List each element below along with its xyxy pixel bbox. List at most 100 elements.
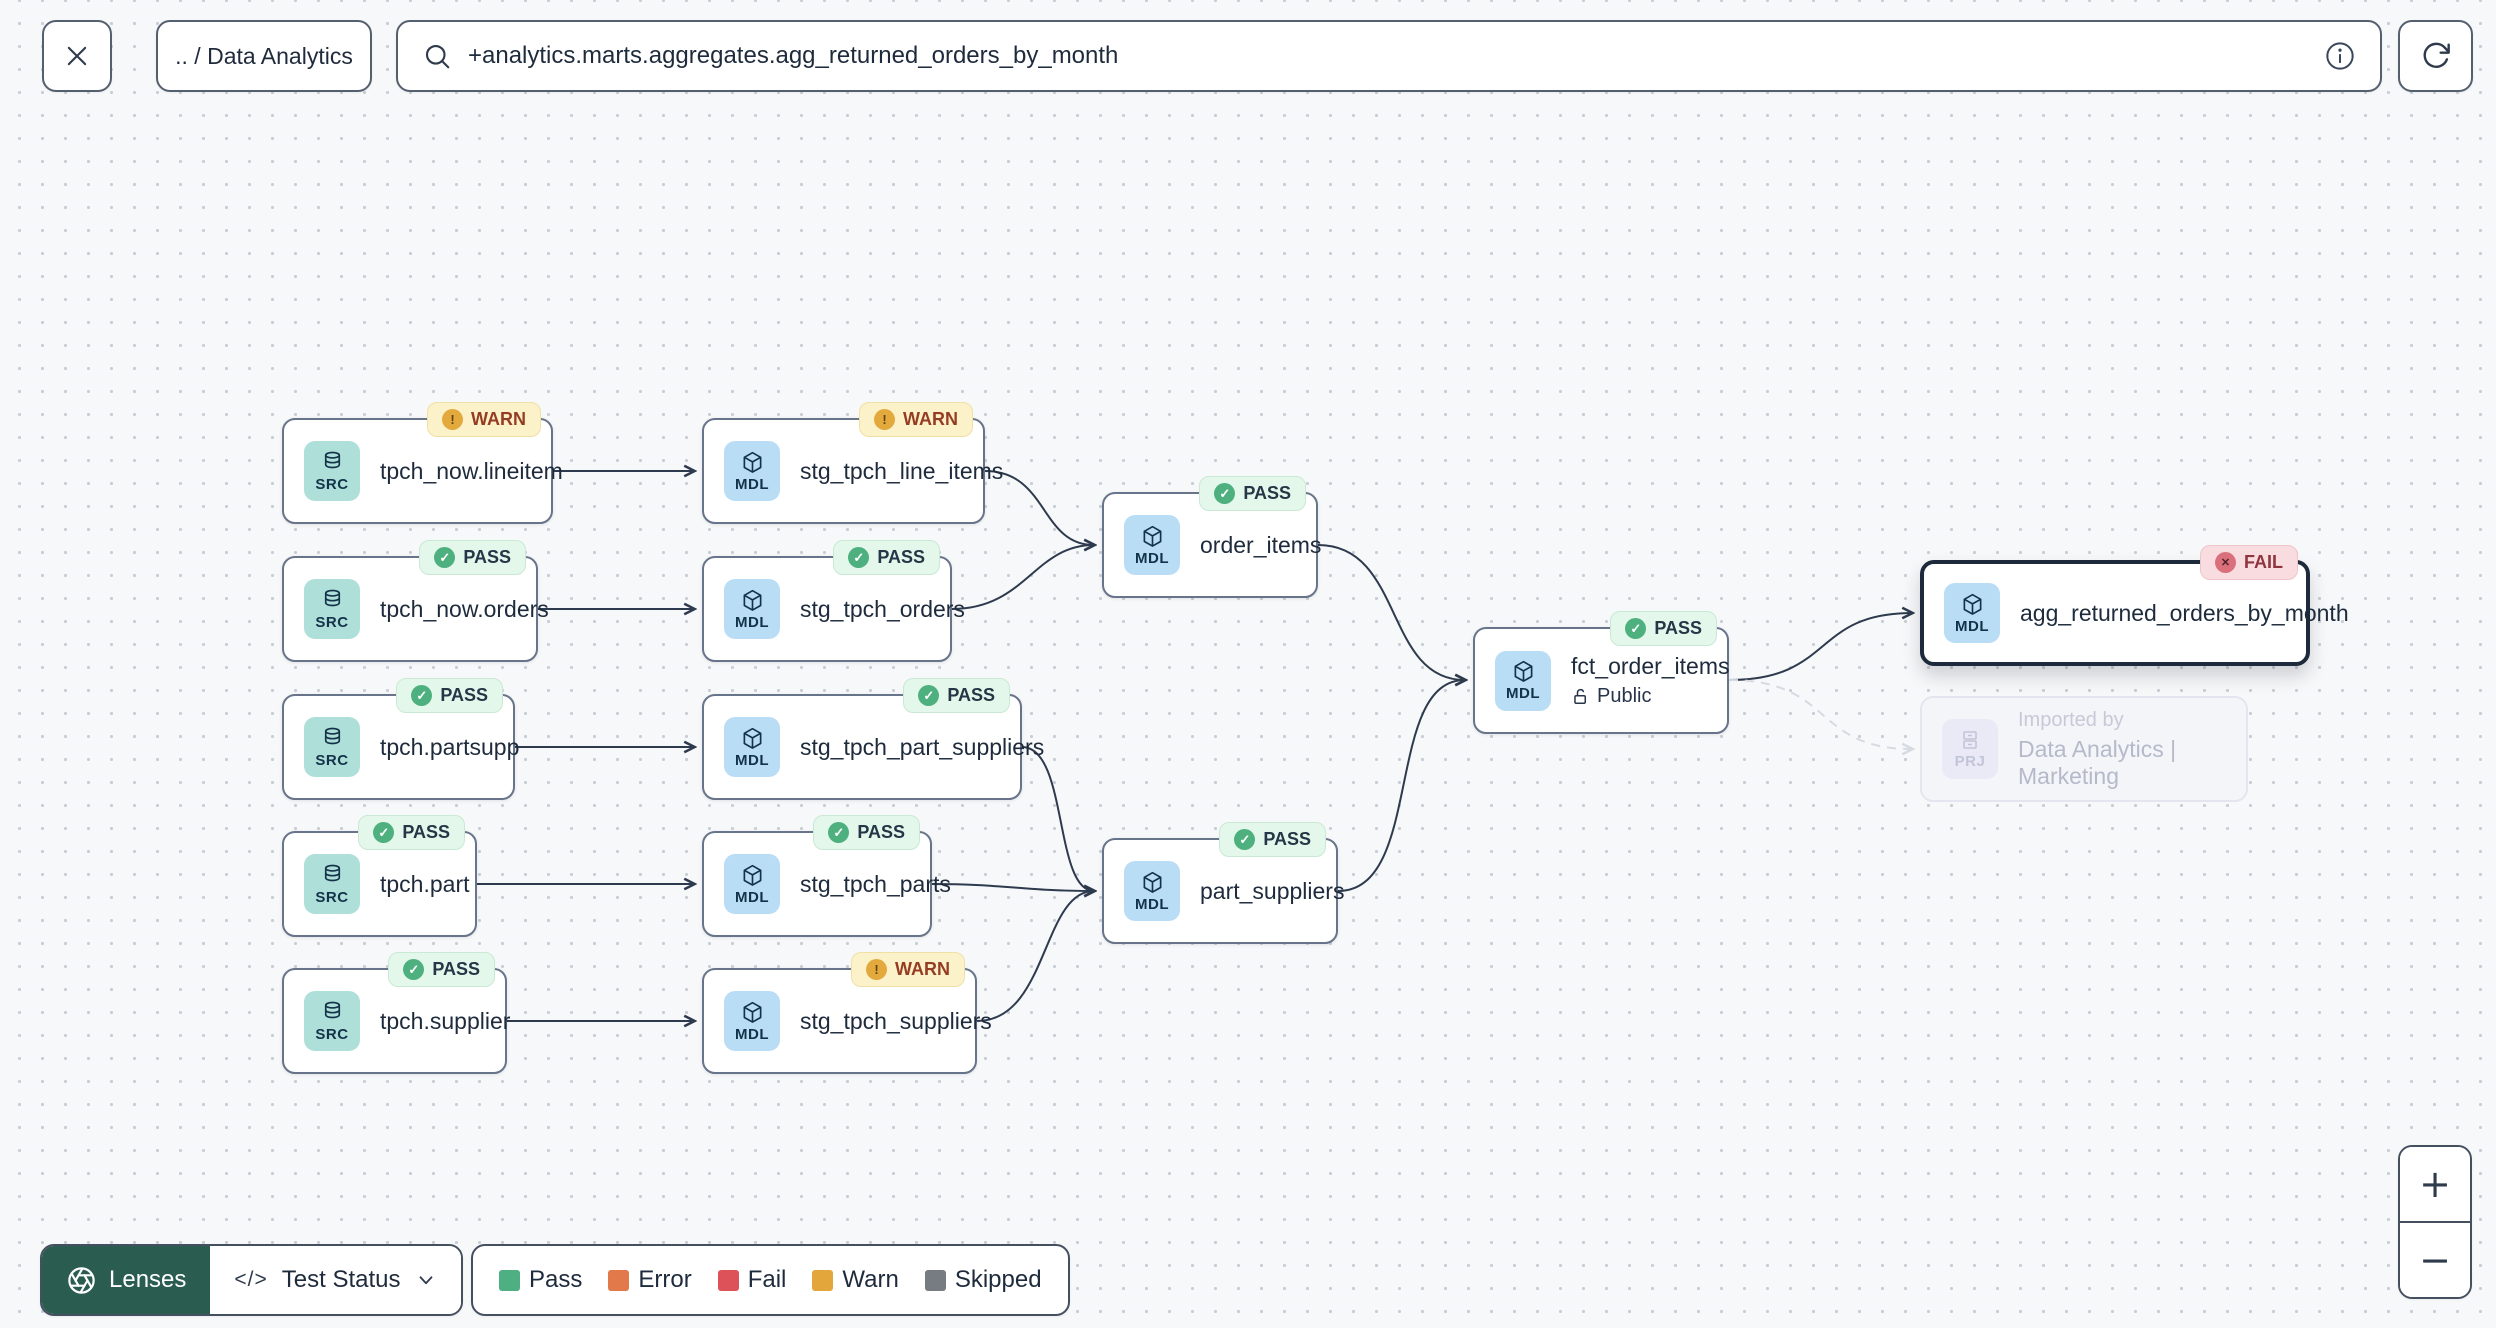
aperture-icon	[68, 1266, 95, 1294]
legend-item-warn: Warn	[812, 1266, 899, 1294]
node-imported-by-project[interactable]: PRJ Imported by Data Analytics | Marketi…	[1920, 696, 2248, 802]
pass-check-icon	[918, 685, 940, 706]
database-icon	[324, 864, 340, 881]
refresh-button[interactable]	[2398, 20, 2473, 92]
pass-check-icon	[373, 822, 395, 843]
skipped-swatch	[924, 1269, 946, 1291]
status-badge: PASS	[1610, 611, 1717, 646]
node-fct_order_items[interactable]: PASS MDL fct_order_items Public	[1473, 611, 1730, 734]
refresh-icon	[2423, 42, 2450, 68]
zoom-out-button[interactable]: −	[2400, 1221, 2470, 1297]
status-badge: WARN	[851, 952, 965, 987]
node-title: tpch_now.orders	[380, 595, 549, 622]
node-title: tpch_now.lineitem	[380, 457, 563, 484]
cube-icon	[743, 864, 761, 886]
pass-check-icon	[1625, 618, 1647, 639]
breadcrumb-label: .. / Data Analytics	[175, 42, 353, 69]
resource-type-badge: SRC	[304, 579, 360, 639]
database-icon	[324, 1001, 340, 1018]
lenses-button[interactable]: Lenses	[42, 1246, 211, 1314]
lenses-label: Lenses	[109, 1266, 187, 1293]
warn-icon	[874, 409, 895, 430]
search-input[interactable]	[468, 42, 2308, 70]
node-tpch-partsupp[interactable]: PASS SRC tpch.partsupp	[282, 678, 519, 800]
node-title: tpch.part	[380, 870, 470, 897]
legend-item-fail: Fail	[717, 1266, 786, 1294]
lens-selector-dropdown[interactable]: </> Test Status	[210, 1246, 461, 1314]
pass-swatch	[499, 1269, 520, 1291]
node-stg_tpch_line_items[interactable]: WARN MDL stg_tpch_line_items	[702, 402, 1003, 524]
resource-type-badge: MDL	[724, 579, 780, 639]
warn-swatch	[812, 1269, 834, 1291]
project-name: Data Analytics | Marketing	[2018, 735, 2177, 789]
node-stg_tpch_suppliers[interactable]: WARN MDL stg_tpch_suppliers	[702, 952, 992, 1074]
node-part_suppliers[interactable]: PASS MDL part_suppliers	[1102, 822, 1344, 944]
status-badge: FAIL	[2200, 545, 2298, 580]
cube-icon	[743, 727, 761, 749]
legend-item-pass: Pass	[499, 1266, 582, 1294]
error-swatch	[608, 1269, 630, 1291]
node-title: stg_tpch_suppliers	[800, 1007, 992, 1034]
resource-type-badge: SRC	[304, 441, 360, 501]
status-badge: PASS	[419, 540, 526, 575]
zoom-controls: + −	[2398, 1145, 2472, 1299]
node-title: stg_tpch_orders	[800, 595, 965, 622]
resource-type-badge: MDL	[724, 717, 780, 777]
status-badge: PASS	[903, 678, 1010, 713]
status-badge: PASS	[396, 678, 503, 713]
status-legend: Pass Error Fail Warn Skipped	[471, 1244, 1070, 1316]
legend-item-skipped: Skipped	[924, 1266, 1042, 1294]
code-icon: </>	[234, 1268, 268, 1291]
node-tpch_now-orders[interactable]: PASS SRC tpch_now.orders	[282, 540, 549, 662]
status-badge: PASS	[358, 815, 465, 850]
node-title: stg_tpch_line_items	[800, 457, 1004, 484]
pass-check-icon	[828, 822, 850, 843]
database-icon	[324, 727, 340, 744]
lens-control: Lenses </> Test Status	[40, 1244, 463, 1316]
close-button[interactable]	[42, 20, 112, 92]
cube-icon	[1143, 871, 1161, 893]
resource-type-badge: MDL	[1944, 583, 2000, 643]
pass-check-icon	[411, 685, 433, 706]
node-tpch-part[interactable]: PASS SRC tpch.part	[282, 815, 477, 937]
lock-open-icon	[1574, 689, 1587, 704]
close-icon	[67, 46, 87, 66]
chevron-down-icon	[419, 1276, 432, 1285]
resource-type-badge: PRJ	[1942, 719, 1998, 779]
database-icon	[324, 589, 340, 606]
node-title: stg_tpch_part_suppliers	[800, 733, 1045, 760]
cube-icon	[743, 589, 761, 611]
node-stg_tpch_part_suppliers[interactable]: PASS MDL stg_tpch_part_suppliers	[702, 678, 1044, 800]
status-badge: PASS	[1199, 476, 1306, 511]
info-icon[interactable]	[2324, 40, 2356, 72]
imported-by-label: Imported by	[2018, 708, 2124, 731]
pass-check-icon	[1234, 829, 1256, 850]
node-title: tpch.supplier	[380, 1007, 511, 1034]
node-stg_tpch_parts[interactable]: PASS MDL stg_tpch_parts	[702, 815, 951, 937]
node-stg_tpch_orders[interactable]: PASS MDL stg_tpch_orders	[702, 540, 965, 662]
warn-icon	[442, 409, 463, 430]
zoom-in-button[interactable]: +	[2400, 1147, 2470, 1221]
node-agg_returned_orders_by_month[interactable]: FAIL MDL agg_returned_orders_by_month	[1920, 545, 2349, 666]
pass-check-icon	[403, 959, 425, 980]
pass-check-icon	[434, 547, 456, 568]
status-badge: WARN	[859, 402, 973, 437]
search-icon	[425, 44, 450, 69]
breadcrumb[interactable]: .. / Data Analytics	[156, 20, 372, 92]
node-tpch_now-lineitem[interactable]: WARN SRC tpch_now.lineitem	[282, 402, 563, 524]
node-tpch-supplier[interactable]: PASS SRC tpch.supplier	[282, 952, 511, 1074]
status-badge: PASS	[833, 540, 940, 575]
cube-icon	[1143, 525, 1161, 547]
resource-type-badge: MDL	[724, 441, 780, 501]
resource-type-badge: MDL	[1124, 861, 1180, 921]
search-bar[interactable]	[396, 20, 2382, 92]
access-label: Public	[1571, 685, 1730, 708]
node-title: order_items	[1200, 531, 1322, 558]
node-order_items[interactable]: PASS MDL order_items	[1102, 476, 1322, 598]
fail-x-icon	[2215, 552, 2236, 573]
resource-type-badge: SRC	[304, 717, 360, 777]
cube-icon	[743, 451, 761, 473]
warn-icon	[866, 959, 887, 980]
fail-swatch	[717, 1269, 739, 1291]
